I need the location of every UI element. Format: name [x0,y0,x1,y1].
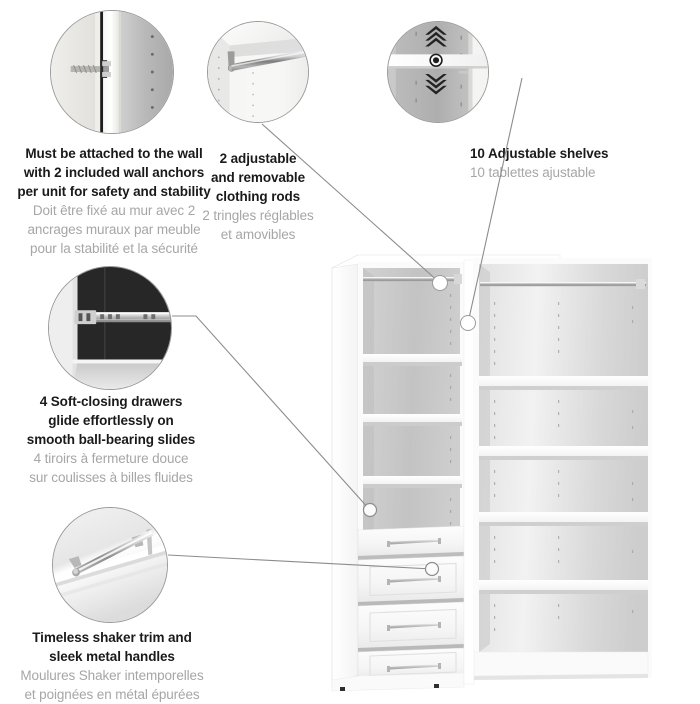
caption-en-clothing-rods: 2 adjustable and removable clothing rods [211,151,305,204]
ball-bearing-slide-icon [49,267,171,389]
caption-fr-soft-closing-drawers: 4 tiroirs à fermeture douce sur coulisse… [29,451,193,485]
caption-shaker-trim-handles: Timeless shaker trim and sleek metal han… [0,628,224,704]
adjustable-shelf-arrows-icon [388,22,488,122]
handle-1 [387,538,441,547]
handle-3 [387,622,441,631]
left-bay-shelves [363,354,462,488]
right-bay-shelves [479,376,648,594]
handle-4 [387,663,441,672]
caption-adjustable-shelves: 10 Adjustable shelves 10 tablettes ajust… [470,144,700,182]
chevron-down-group [425,73,447,95]
drawer-1 [357,525,465,560]
caption-wall-anchor: Must be attached to the wall with 2 incl… [0,144,228,258]
caption-clothing-rods: 2 adjustable and removable clothing rods… [163,149,353,244]
product-image-closet-organizer [330,250,660,695]
drawer-slide-detail-circle [48,266,172,390]
left-bay-peg-holes [450,294,452,525]
peg-holes-mid [252,72,255,118]
caption-fr-clothing-rods: 2 tringles réglables et amovibles [202,208,314,242]
peg-holes-left [217,56,220,113]
clothing-rod-detail-circle [207,21,309,123]
caption-en-wall-anchor: Must be attached to the wall with 2 incl… [17,146,211,199]
caption-fr-wall-anchor: Doit être fixé au mur avec 2 ancrages mu… [27,203,201,256]
caption-fr-adjustable-shelves: 10 tablettes ajustable [470,165,596,180]
closet-organizer-illustration [331,254,652,692]
caption-soft-closing-drawers: 4 Soft-closing drawers glide effortlessl… [0,392,222,487]
wall-anchor-screw-icon [51,11,173,133]
caption-en-adjustable-shelves: 10 Adjustable shelves [470,146,609,161]
caption-fr-shaker-trim-handles: Moulures Shaker intemporelles et poignée… [20,668,204,702]
caption-en-soft-closing-drawers: 4 Soft-closing drawers glide effortlessl… [26,394,196,447]
adjustable-shelf-detail-circle [387,21,489,123]
drawer-stack [357,525,465,681]
drawer-2 [357,555,465,607]
metal-bar-handle-icon [53,508,167,622]
drawer-slide-rail [74,310,171,325]
caption-en-shaker-trim-handles: Timeless shaker trim and sleek metal han… [32,630,192,664]
chevron-up-group [425,25,447,47]
drawer-3 [357,601,465,653]
wall-anchor-detail-circle [50,10,174,134]
anchor-screw [70,60,112,78]
peg-holes [150,35,154,125]
handle-detail-circle [52,507,168,623]
right-bay-clothing-rod [480,279,646,289]
clothing-rod-icon [208,22,308,122]
handle-2 [387,576,441,585]
